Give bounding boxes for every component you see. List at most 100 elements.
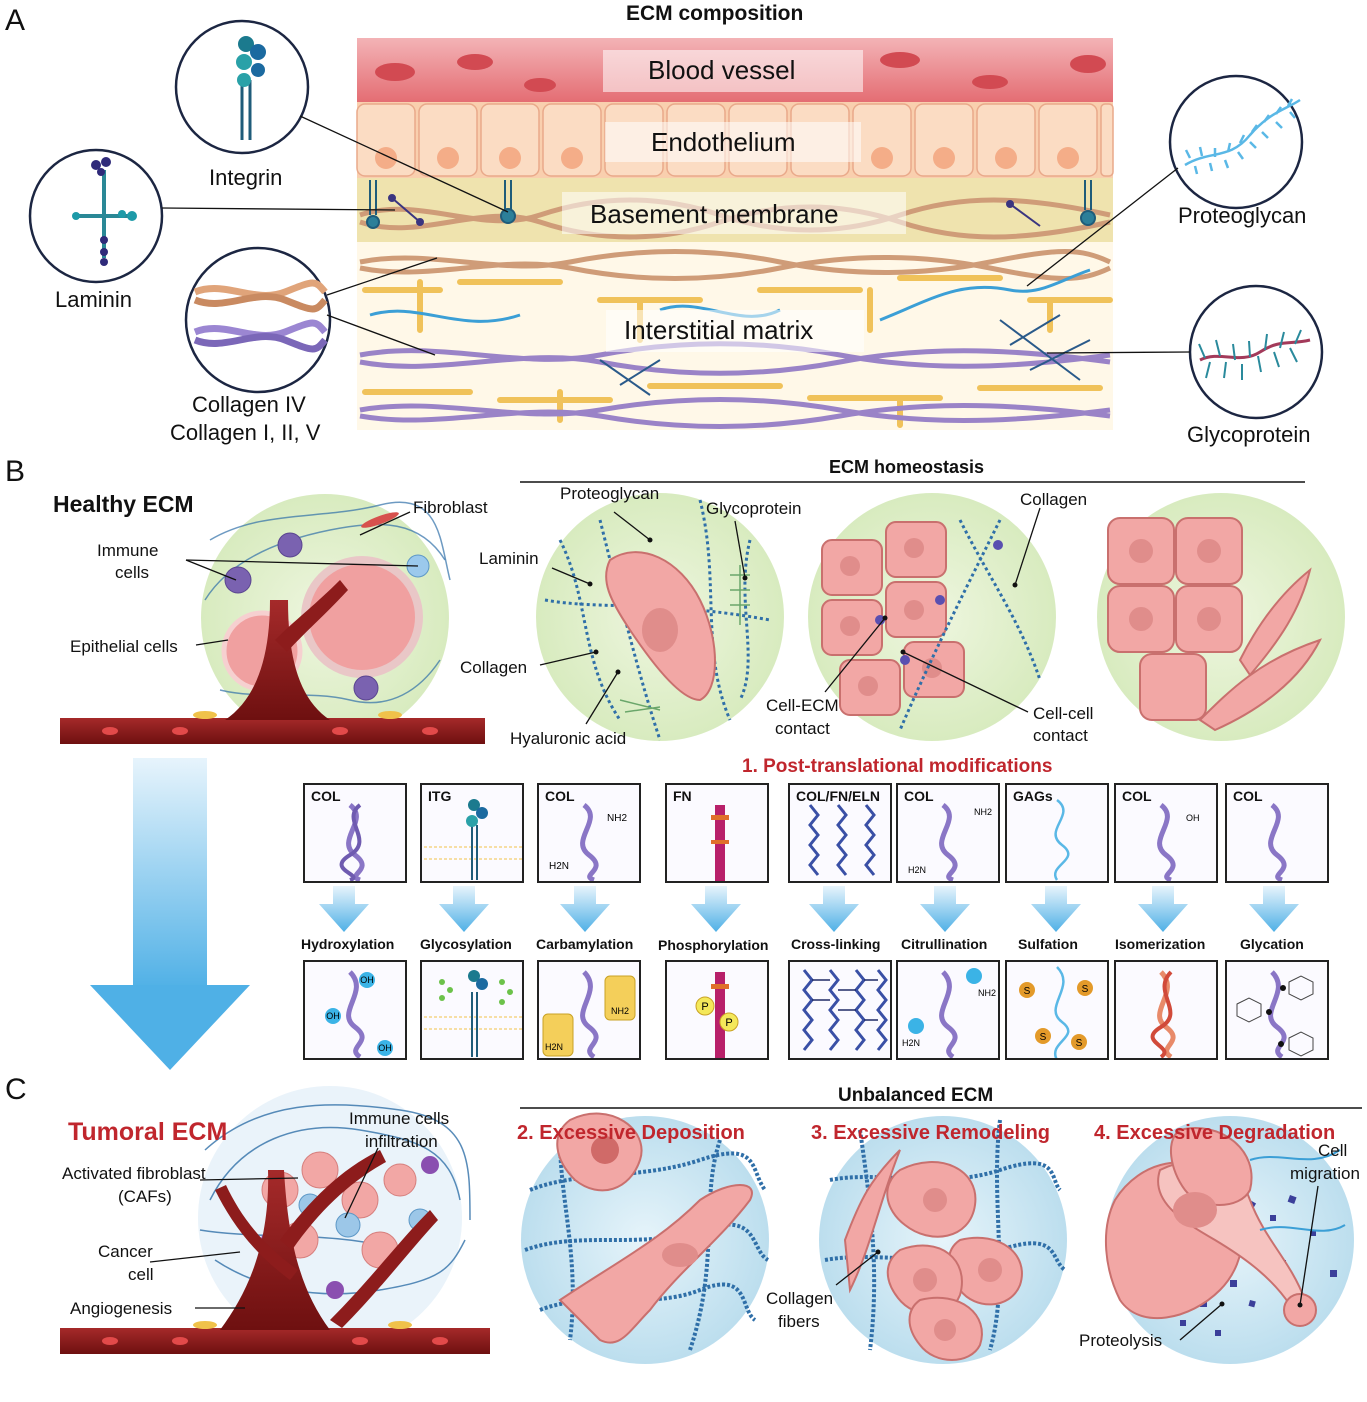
- svg-text:H2N: H2N: [902, 1038, 920, 1048]
- homeostasis-circle-2: [808, 493, 1056, 741]
- collagen-fibers-label-1: Collagen: [766, 1289, 834, 1308]
- svg-text:OH: OH: [360, 975, 374, 985]
- homeostasis-circle-1: [536, 493, 784, 741]
- ptm-name-crosslinking: Cross-linking: [791, 936, 881, 952]
- tumoral-ecm-illustration: [60, 1086, 490, 1354]
- panel-b-letter: B: [5, 455, 26, 488]
- ptm-box-top-glycation: COL: [1225, 783, 1329, 883]
- unbalanced-ecm-title: Unbalanced ECM: [838, 1085, 994, 1106]
- svg-text:NH2: NH2: [974, 807, 992, 817]
- ptm-box-bottom-crosslinking: [788, 960, 892, 1060]
- ptm-name-glycosylation: Glycosylation: [420, 936, 512, 952]
- svg-text:OH: OH: [1186, 813, 1200, 823]
- glycoprotein-b-label: Glycoprotein: [706, 499, 802, 518]
- glycoprotein-label: Glycoprotein: [1187, 422, 1311, 447]
- degradation-circle: [1105, 1116, 1354, 1364]
- svg-text:NH2: NH2: [978, 988, 996, 998]
- ptm-box-top-phosphorylation: FN: [665, 783, 769, 883]
- collagen-b2-label: Collagen: [1020, 490, 1088, 509]
- collagen-fibers-label-2: fibers: [778, 1312, 820, 1331]
- ecm-composition-title: ECM composition: [626, 2, 804, 25]
- svg-text:S: S: [1076, 1038, 1083, 1049]
- blood-vessel-label: Blood vessel: [648, 55, 796, 85]
- cancer-cell-label-1: Cancer: [98, 1242, 153, 1261]
- immune-infiltration-label-1: Immune cells: [349, 1109, 450, 1128]
- ptm-title: 1. Post-translational modifications: [742, 756, 1053, 777]
- ptm-box-top-sulfation: GAGs: [1005, 783, 1109, 883]
- svg-text:H2N: H2N: [545, 1042, 563, 1052]
- proteoglycan-icon: [1184, 98, 1301, 175]
- svg-text:OH: OH: [326, 1011, 340, 1021]
- ptm-box-bottom-glycosylation: [420, 960, 524, 1060]
- cell-migration-label-1: Cell: [1318, 1141, 1348, 1160]
- ptm-name-phosphorylation: Phosphorylation: [658, 937, 769, 953]
- collagen-icon: [193, 279, 328, 353]
- basement-membrane-label: Basement membrane: [590, 199, 839, 229]
- immune-infiltration-label-2: infiltration: [365, 1132, 438, 1151]
- healthy-ecm-title: Healthy ECM: [53, 491, 194, 517]
- excessive-remodeling-title: 3. Excessive Remodeling: [811, 1122, 1051, 1144]
- svg-text:S: S: [1082, 984, 1089, 995]
- ptm-name-citrullination: Citrullination: [901, 936, 988, 952]
- cell-cell-contact-label-1: Cell-cell: [1033, 704, 1094, 723]
- cell-ecm-contact-label-1: Cell-ECM: [766, 696, 839, 715]
- proteolysis-label: Proteolysis: [1079, 1331, 1163, 1350]
- svg-text:P: P: [701, 1001, 708, 1013]
- svg-text:OH: OH: [378, 1043, 392, 1053]
- laminin-b-label: Laminin: [479, 549, 539, 568]
- progression-arrow: [90, 758, 250, 1070]
- activated-fibroblast-label-2: (CAFs): [118, 1187, 172, 1206]
- tumoral-leader-lines: [149, 1147, 379, 1309]
- ecm-homeostasis-title: ECM homeostasis: [829, 457, 985, 477]
- hyaluronic-acid-label: Hyaluronic acid: [510, 729, 627, 748]
- ptm-name-glycation: Glycation: [1240, 936, 1304, 952]
- callout-leader-lines: [161, 115, 1191, 356]
- ptm-box-top-hydroxylation: COL: [303, 783, 407, 883]
- proteoglycan-label: Proteoglycan: [1178, 203, 1307, 228]
- excessive-degradation-title: 4. Excessive Degradation: [1094, 1122, 1336, 1144]
- panel-a-letter: A: [5, 4, 26, 37]
- svg-text:H2N: H2N: [908, 865, 926, 875]
- tumoral-ecm-title: Tumoral ECM: [68, 1118, 228, 1146]
- ptm-box-top-crosslinking: COL/FN/ELN: [788, 783, 892, 883]
- svg-text:NH2: NH2: [607, 813, 627, 824]
- interstitial-matrix-label: Interstitial matrix: [624, 315, 814, 345]
- ptm-box-bottom-isomerization: [1114, 960, 1218, 1060]
- svg-text:NH2: NH2: [611, 1006, 629, 1016]
- immune-cells-label-1: Immune: [97, 541, 159, 560]
- glycoprotein-icon: [1198, 329, 1311, 380]
- panel-c-letter: C: [5, 1073, 27, 1106]
- ptm-box-bottom-hydroxylation: OH OH OH: [303, 960, 407, 1060]
- laminin-label: Laminin: [55, 287, 133, 312]
- integrin-icon: [236, 36, 266, 140]
- homeostasis-circle-3: [1097, 493, 1345, 741]
- svg-text:P: P: [725, 1017, 732, 1029]
- activated-fibroblast-label-1: Activated fibroblast: [62, 1164, 206, 1183]
- healthy-leader-lines: [185, 511, 419, 646]
- ptm-name-isomerization: Isomerization: [1115, 936, 1206, 952]
- ptm-arrows: [319, 886, 1299, 932]
- ecm-layers-diagram: [356, 38, 1114, 430]
- svg-text:H2N: H2N: [549, 861, 569, 872]
- fibroblast-label: Fibroblast: [413, 498, 488, 517]
- cell-cell-contact-label-2: contact: [1033, 726, 1088, 745]
- deposition-circle: [521, 1112, 770, 1364]
- ptm-name-sulfation: Sulfation: [1018, 936, 1078, 952]
- remodeling-circle: [819, 1116, 1067, 1364]
- cell-migration-label-2: migration: [1290, 1164, 1360, 1183]
- epithelial-cells-label: Epithelial cells: [70, 637, 178, 656]
- collagen-b-label: Collagen: [460, 658, 528, 677]
- svg-text:S: S: [1024, 986, 1031, 997]
- ptm-name-hydroxylation: Hydroxylation: [301, 936, 395, 952]
- healthy-ecm-illustration: [60, 494, 485, 744]
- integrin-label: Integrin: [209, 165, 283, 190]
- excessive-deposition-title: 2. Excessive Deposition: [517, 1122, 745, 1144]
- collagen-iv-label: Collagen IV: [192, 392, 306, 417]
